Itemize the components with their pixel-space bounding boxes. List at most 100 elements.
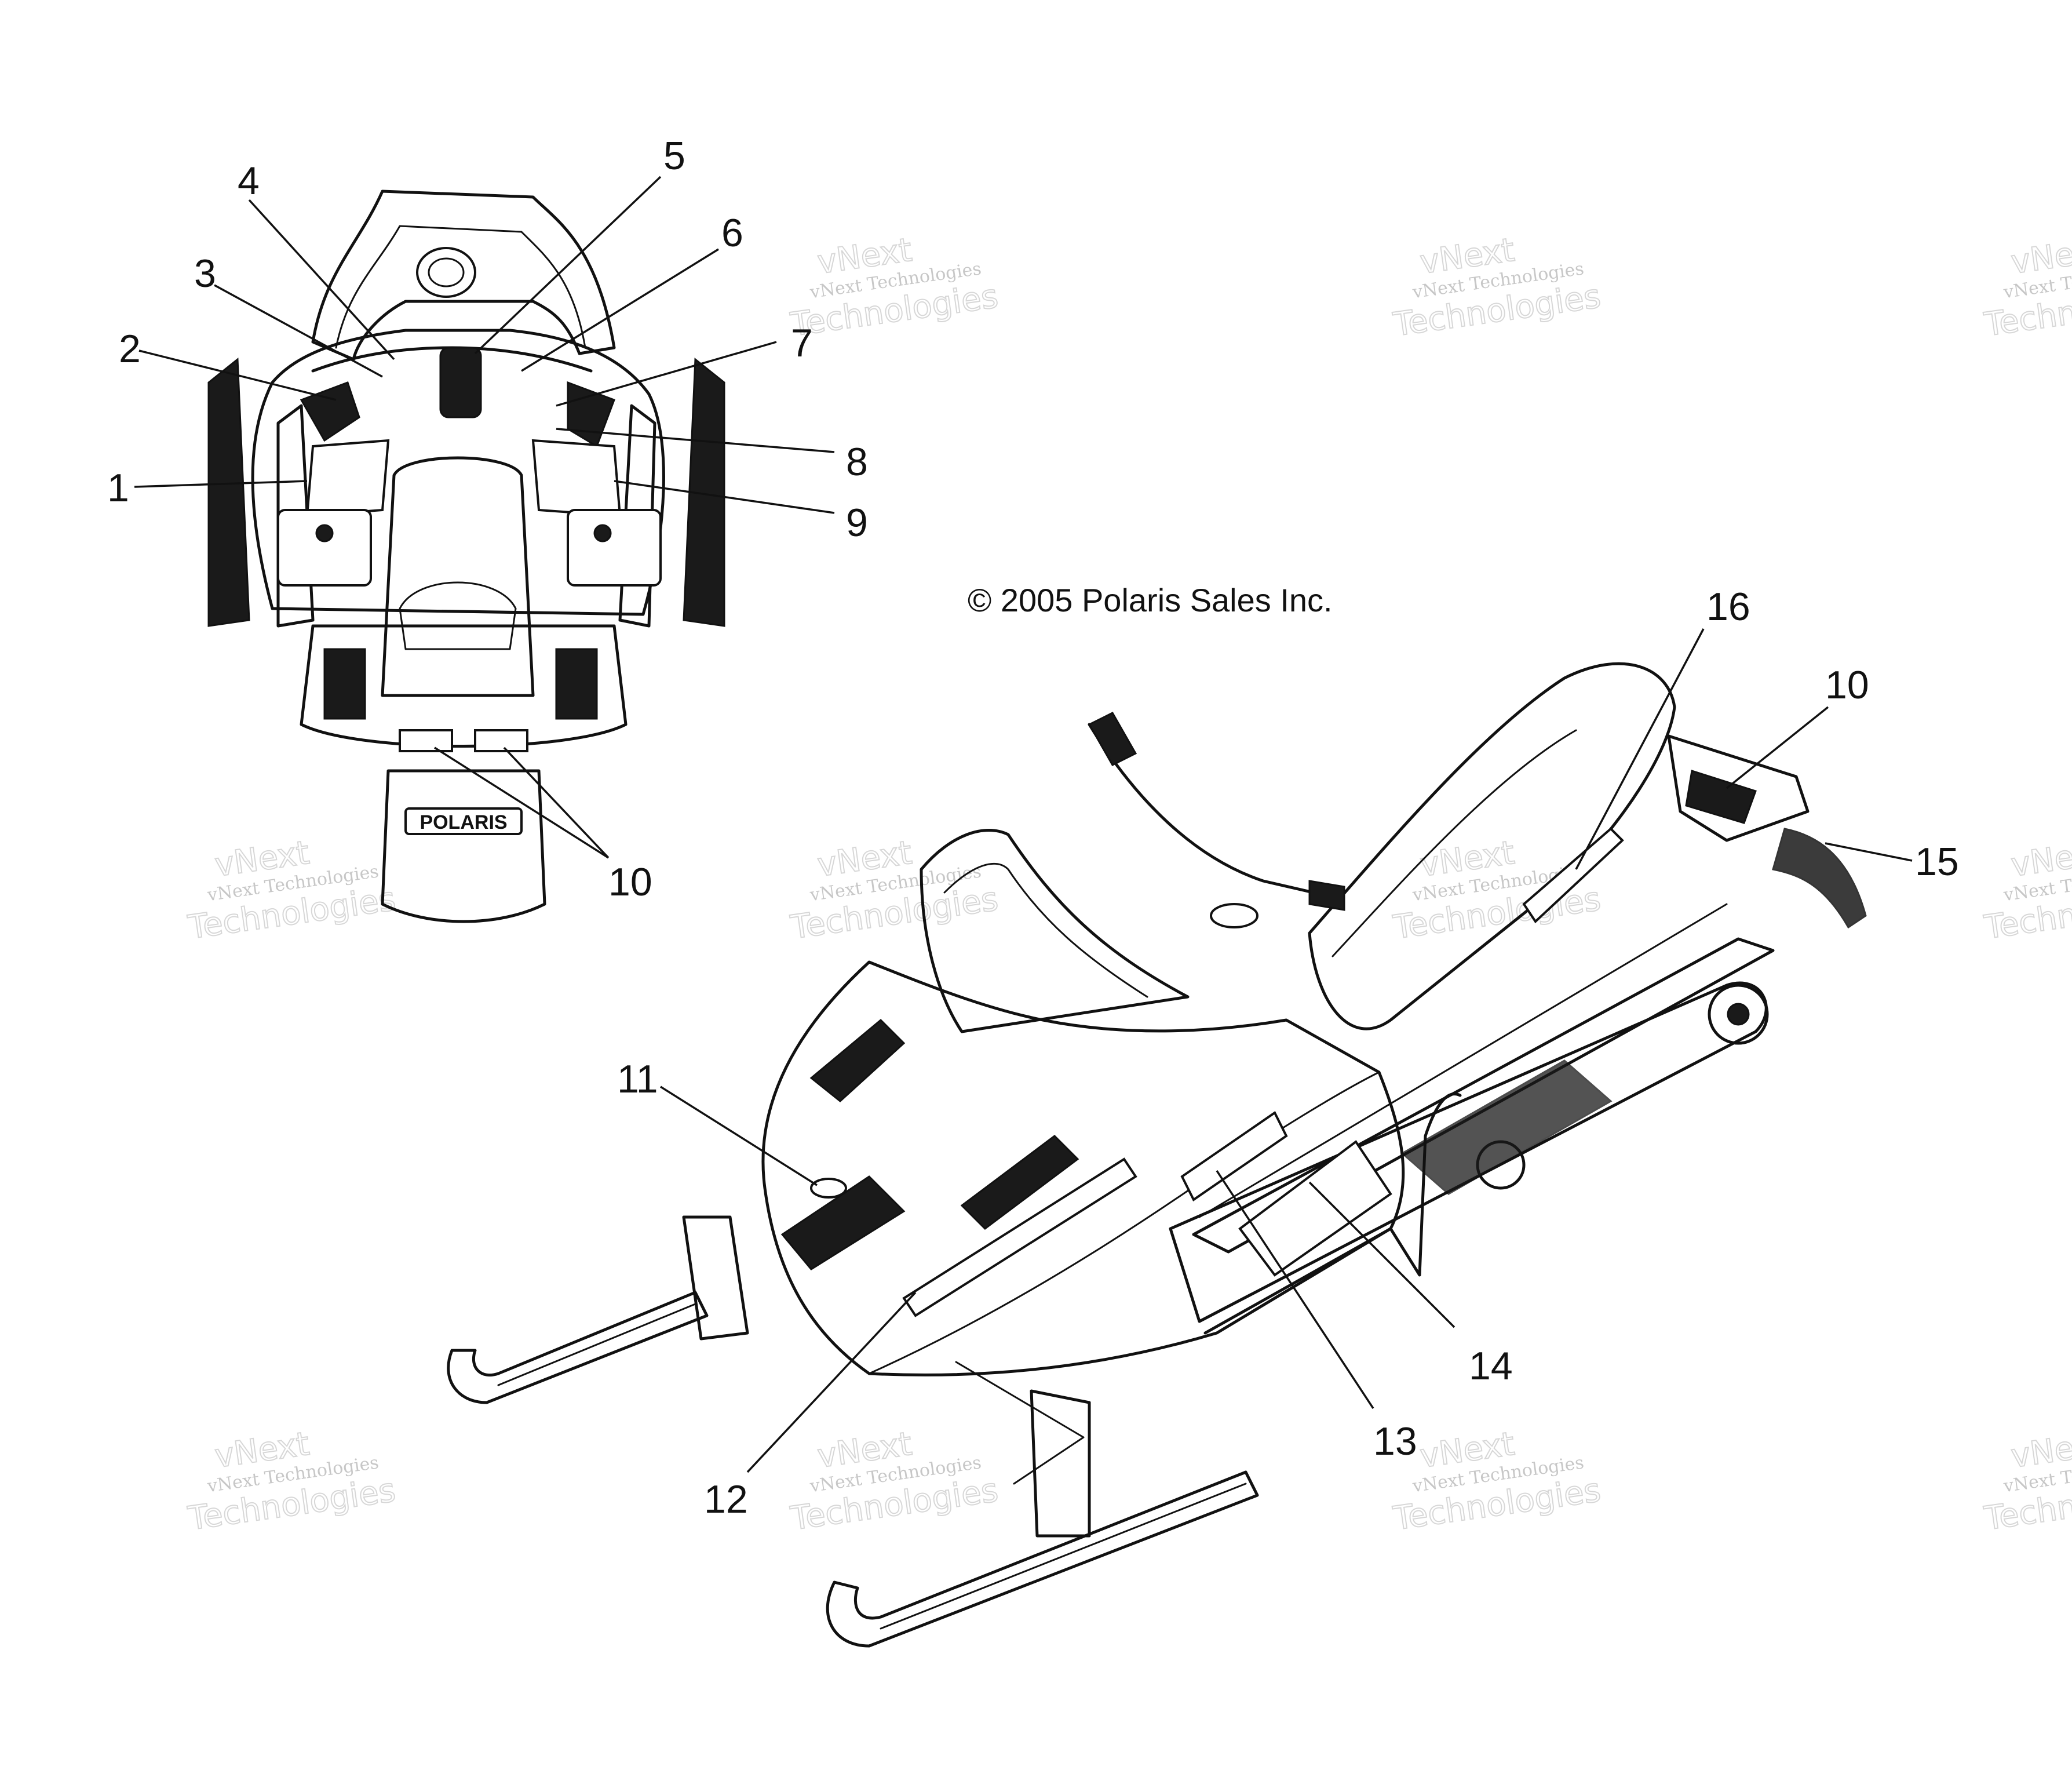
decal-16-seat: [1522, 827, 1624, 924]
watermark: vNext vNext Technologies Technologies: [1981, 231, 2072, 345]
leader-10a: [434, 746, 609, 859]
watermark: vNext vNext Technologies Technologies: [185, 833, 398, 948]
decal-9-right: [531, 439, 622, 518]
hood-outline: [251, 329, 665, 616]
seat-seam: [1332, 729, 1577, 957]
watermark: vNext vNext Technologies Technologies: [185, 1425, 398, 1539]
right-ski: [826, 1470, 1259, 1648]
tunnel-side: [1198, 903, 1728, 1218]
leader-5: [474, 176, 662, 355]
left-vent: [300, 381, 360, 442]
leader-7: [556, 341, 777, 407]
side-view-snowmobile: [447, 662, 1867, 1648]
watermark: vNext vNext Technologies Technologies: [787, 231, 1001, 345]
callout-5: 5: [663, 134, 685, 178]
decal-10-right: [474, 729, 528, 752]
leader-16: [1575, 628, 1705, 870]
track: [1169, 981, 1768, 1323]
decal-13-side: [1180, 1111, 1288, 1201]
left-ski: [447, 1291, 709, 1404]
right-ski-inner: [880, 1483, 1247, 1630]
callout-11: 11: [617, 1057, 658, 1101]
lower-left-panel: [277, 509, 372, 587]
snowflap: [381, 769, 546, 923]
callout-labels: 1 2 3 4 5 6 7 8 9 10 10 11 12 13 14 15 1…: [107, 134, 1959, 1521]
a-arm: [955, 1361, 1085, 1485]
leader-14: [1308, 1181, 1455, 1328]
leader-1: [134, 480, 308, 488]
windshield-iso-inner: [943, 862, 1148, 998]
left-ski-inner: [497, 1303, 696, 1386]
front-left-suspension: [682, 1215, 749, 1341]
polaris-emblem: [810, 1178, 847, 1199]
decal-10-rear: [1685, 770, 1757, 824]
brand-plate-text: POLARIS: [419, 811, 507, 833]
callout-3: 3: [194, 252, 216, 296]
callout-4: 4: [238, 159, 260, 203]
hood-vent-left: [809, 1018, 906, 1102]
gauge: [416, 247, 476, 298]
leader-8: [556, 428, 835, 453]
callout-2: 2: [119, 327, 141, 371]
gauge-inner: [428, 257, 465, 287]
windshield-inner: [335, 225, 586, 349]
callout-10-iso: 10: [1825, 663, 1869, 707]
decal-10-left: [399, 729, 453, 752]
leader-10c: [1726, 706, 1829, 789]
windshield: [311, 190, 616, 361]
handlebar-grip-left: [1088, 712, 1137, 766]
seat: [381, 456, 535, 697]
watermark: vNext vNext Technologies Technologies: [787, 1425, 1001, 1539]
watermark: vNext vNext Technologies Technologies: [1981, 833, 2072, 948]
front-view-snowmobile: POLARIS: [207, 190, 725, 923]
windshield-iso: [920, 829, 1190, 1033]
callout-13: 13: [1373, 1419, 1417, 1463]
right-vent: [567, 381, 615, 448]
steering-post: [439, 347, 482, 418]
callout-9: 9: [846, 501, 868, 545]
watermark: vNext vNext Technologies Technologies: [1981, 1425, 2072, 1539]
watermark: vNext vNext Technologies Technologies: [1390, 231, 1603, 345]
left-spindle: [207, 357, 250, 627]
callout-10: 10: [608, 860, 652, 904]
copyright-notice: © 2005 Polaris Sales Inc.: [968, 582, 1333, 618]
snowflap-rear: [1772, 828, 1867, 929]
callout-15: 15: [1915, 840, 1959, 884]
handlebar-grip-right: [1308, 880, 1345, 911]
callout-1: 1: [107, 466, 129, 510]
decal-12-hood: [902, 1157, 1137, 1317]
right-spindle: [683, 357, 725, 627]
rear-bumper: [300, 624, 628, 748]
gas-cap: [1210, 903, 1258, 928]
rear-idler: [1708, 984, 1769, 1045]
callout-7: 7: [791, 321, 813, 365]
left-light: [315, 524, 334, 542]
leader-12: [746, 1291, 917, 1473]
tunnel: [1192, 937, 1775, 1254]
lower-right-panel: [567, 509, 662, 587]
leader-10b: [503, 746, 610, 859]
right-grille: [555, 648, 598, 720]
decal-14-side: [1238, 1140, 1392, 1277]
leader-2: [138, 349, 337, 401]
brand-plate: [404, 807, 523, 835]
seat-iso: [1308, 662, 1676, 1030]
callout-6: 6: [721, 211, 743, 255]
watermark: vNext vNext Technologies Technologies: [787, 833, 1001, 948]
callout-12: 12: [704, 1477, 748, 1521]
hood-vent-right: [960, 1135, 1079, 1230]
callout-14: 14: [1469, 1344, 1513, 1388]
running-board-pattern: [1400, 1059, 1613, 1195]
leader-3: [214, 284, 383, 378]
seat-back: [399, 581, 517, 650]
leader-11: [660, 1086, 818, 1186]
leader-13: [1216, 1170, 1374, 1409]
leader-15: [1825, 842, 1913, 862]
side-panel-iso: [1203, 1092, 1462, 1335]
leader-4: [248, 199, 395, 360]
front-right-suspension: [1030, 1389, 1091, 1538]
hood-crease: [868, 1071, 1380, 1375]
decal-1-left: [305, 439, 390, 518]
leader-6: [521, 248, 719, 372]
